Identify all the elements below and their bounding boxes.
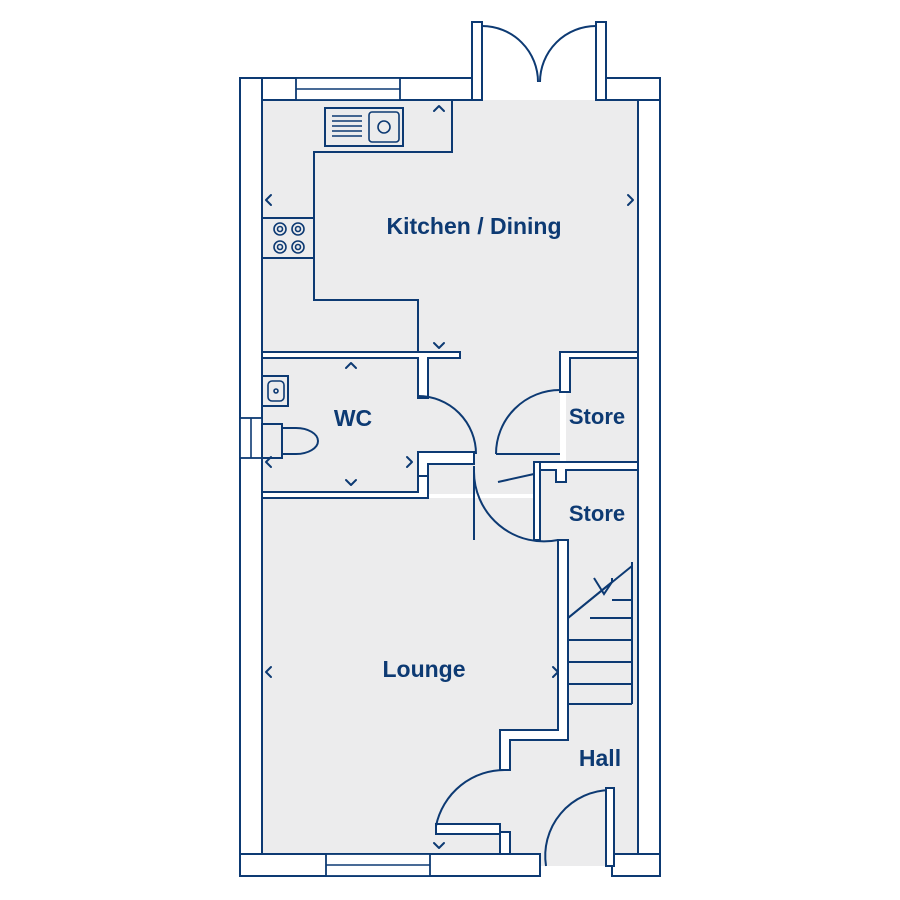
door-store-lower — [497, 473, 535, 483]
door-front — [544, 789, 611, 867]
outer-wall-left — [239, 77, 263, 855]
outer-wall-top-right — [599, 77, 661, 101]
room-labels: Kitchen / Dining WC Store Store Lounge H… — [334, 213, 625, 771]
worktop-outline — [313, 100, 453, 352]
chevron-down-icon — [345, 479, 357, 486]
room-label-wc: WC — [334, 405, 372, 431]
staircase-icon — [567, 562, 633, 705]
chevron-up-icon — [433, 105, 445, 112]
hob-icon — [273, 222, 305, 254]
door-swings — [417, 389, 615, 867]
french-doors — [471, 21, 607, 101]
toilet-icon — [261, 423, 319, 459]
chevron-left-icon — [265, 456, 272, 468]
room-label-lounge: Lounge — [382, 656, 465, 682]
wall-lounge-hall — [499, 539, 569, 771]
dimension-markers — [265, 105, 634, 849]
chevron-down-icon — [433, 842, 445, 849]
sink-icon — [324, 107, 404, 147]
wall-lounge-door — [435, 823, 511, 855]
chevron-down-icon — [433, 342, 445, 349]
outer-wall-right — [637, 77, 661, 877]
wall-store-upper — [559, 351, 639, 393]
chevron-right-icon — [627, 194, 634, 206]
floor-areas — [262, 100, 638, 866]
door-store-upper — [495, 389, 561, 455]
door-lounge-top — [472, 469, 559, 543]
chevron-left-icon — [265, 666, 272, 678]
outer-wall-bottom-right — [611, 853, 661, 877]
room-label-kitchen-dining: Kitchen / Dining — [386, 213, 561, 239]
store-upper-floor — [566, 358, 638, 462]
windows — [239, 77, 431, 877]
chevron-right-icon — [552, 666, 559, 678]
room-label-store-lower: Store — [569, 501, 625, 526]
wall-store-divider — [539, 461, 639, 483]
room-label-hall: Hall — [579, 745, 621, 771]
door-wc — [417, 395, 477, 455]
chevron-left-icon — [265, 194, 272, 206]
kitchen-worktop — [262, 100, 453, 352]
chevron-up-icon — [345, 362, 357, 369]
wall-wc-door-stop — [417, 451, 475, 477]
chevron-right-icon — [406, 456, 413, 468]
basin-icon — [261, 375, 289, 407]
wall-kitchen-wc — [261, 351, 461, 399]
room-label-store-upper: Store — [569, 404, 625, 429]
wall-store-side — [533, 461, 541, 541]
internal-walls — [261, 351, 639, 855]
door-lounge-bottom — [435, 768, 507, 827]
